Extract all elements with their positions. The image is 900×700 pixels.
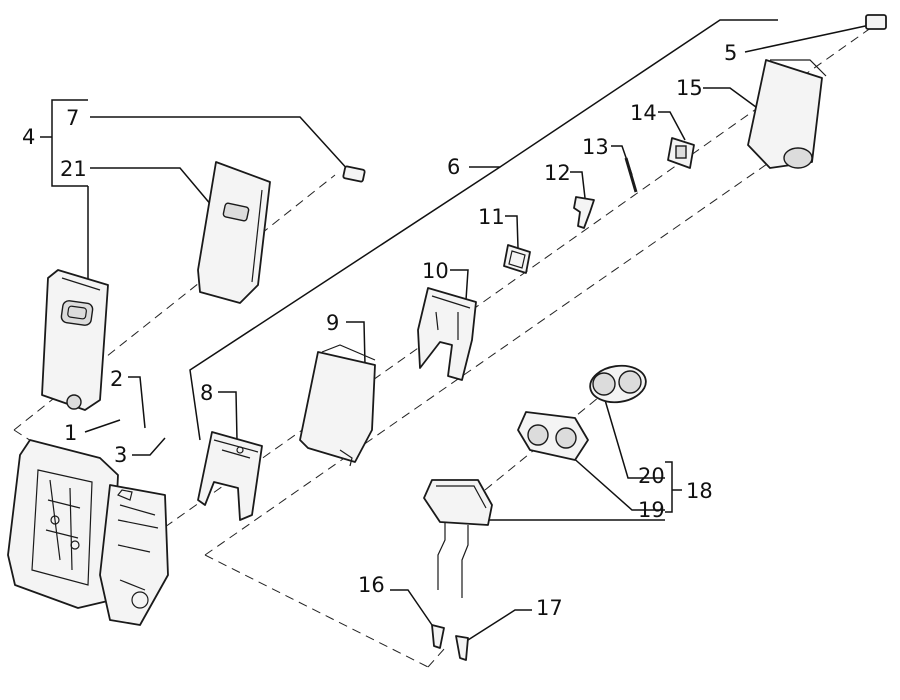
speaker-housing: [589, 364, 647, 404]
label-16: 16: [358, 573, 385, 597]
label-11: 11: [478, 205, 505, 229]
pin-part: [624, 157, 638, 193]
label-17: 17: [536, 596, 563, 620]
bracket-18: [665, 461, 682, 513]
reference-labels: 1 2 3 4 5 6 7 8 9 10 11 12 13 14 15 16 1…: [22, 41, 737, 620]
lock-part: [667, 137, 695, 169]
label-10: 10: [422, 259, 449, 283]
speaker-plate: [517, 411, 589, 461]
end-cap: [865, 14, 887, 30]
label-4: 4: [22, 125, 35, 149]
back-panel: [41, 269, 109, 411]
latch-part: [573, 196, 595, 229]
label-13: 13: [582, 135, 609, 159]
label-2: 2: [110, 367, 123, 391]
label-12: 12: [544, 161, 571, 185]
label-15: 15: [676, 76, 703, 100]
label-1: 1: [64, 421, 77, 445]
armrest-cushion: [299, 344, 376, 467]
headrest: [423, 479, 493, 598]
label-19: 19: [638, 498, 665, 522]
leader-lines: [84, 19, 871, 641]
small-frame: [503, 244, 531, 274]
label-6: 6: [447, 155, 460, 179]
bracket-4: [40, 99, 89, 280]
seat-back-frame: [7, 439, 169, 626]
label-8: 8: [200, 381, 213, 405]
label-9: 9: [326, 311, 339, 335]
label-18: 18: [686, 479, 713, 503]
clip-part: [342, 165, 366, 183]
label-20: 20: [638, 464, 665, 488]
cover-panel: [197, 161, 271, 304]
cushion-block: [747, 59, 827, 169]
mounting-bracket: [197, 431, 263, 521]
label-21: 21: [60, 157, 87, 181]
label-5: 5: [724, 41, 737, 65]
label-3: 3: [114, 443, 127, 467]
plate-bracket: [417, 287, 477, 381]
label-7: 7: [66, 106, 79, 130]
label-14: 14: [630, 101, 657, 125]
screws: [431, 624, 469, 661]
